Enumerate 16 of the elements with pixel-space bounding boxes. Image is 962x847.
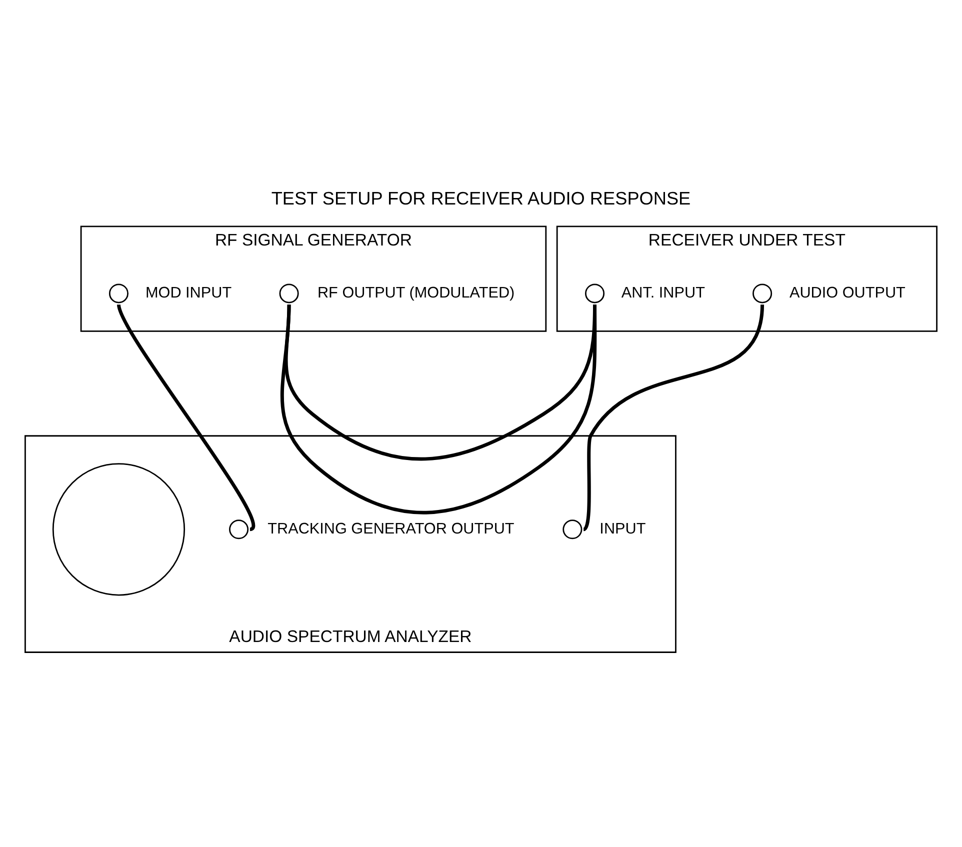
node-circle: [752, 283, 772, 303]
node-label: INPUT: [600, 520, 646, 537]
node-label: ANT. INPUT: [621, 284, 705, 301]
node-label: AUDIO OUTPUT: [789, 284, 906, 301]
node-label: MOD INPUT: [145, 284, 232, 301]
node-circle: [562, 519, 582, 539]
node-circle: [229, 519, 249, 539]
node-label: TRACKING GENERATOR OUTPUT: [268, 520, 514, 537]
connector: [582, 304, 764, 530]
node-label: RF OUTPUT (MODULATED): [317, 284, 515, 301]
node-circle: [585, 283, 605, 303]
node-circle: [279, 283, 299, 303]
connector: [280, 304, 597, 514]
node-circle: [52, 462, 186, 596]
node-circle: [108, 283, 128, 303]
diagram-title: TEST SETUP FOR RECEIVER AUDIO RESPONSE: [271, 188, 691, 208]
